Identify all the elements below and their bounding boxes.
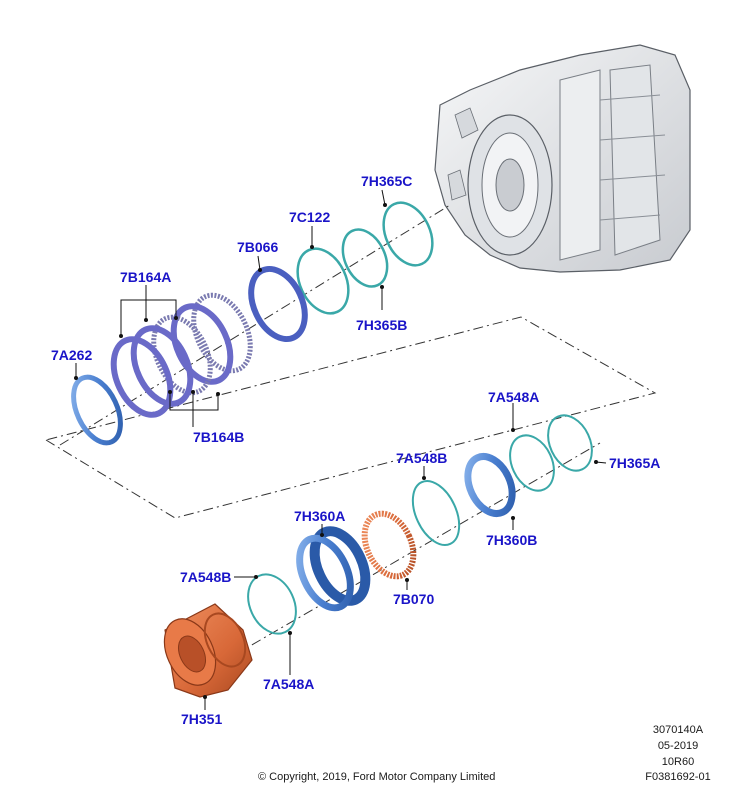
callout-7B070: 7B070: [393, 591, 434, 607]
transmission-housing: [434, 44, 691, 273]
callout-7H365B: 7H365B: [356, 317, 407, 333]
callout-7A548B-middle: 7A548B: [396, 450, 447, 466]
callout-7A548B-lower: 7A548B: [180, 569, 231, 585]
copyright-notice: © Copyright, 2019, Ford Motor Company Li…: [258, 771, 496, 783]
snap-ring-7A262: [71, 374, 123, 446]
seal-7A548B-lower: [247, 573, 297, 635]
reference-code-2: F0381692-01: [645, 771, 711, 783]
callout-7H360B: 7H360B: [486, 532, 537, 548]
pressure-plate-7B066: [248, 265, 308, 343]
seal-7A548B-middle: [411, 480, 461, 546]
callout-7A548A-lower: 7A548A: [263, 676, 314, 692]
ring-7C122: [296, 247, 350, 315]
reference-date: 05-2019: [657, 740, 699, 752]
callout-7H360A: 7H360A: [294, 508, 345, 524]
reference-code-1: 3070140A: [652, 724, 704, 736]
callout-7B066: 7B066: [237, 239, 278, 255]
clutch-pack-7B164: [110, 292, 253, 418]
drum-7H351: [163, 603, 253, 698]
piston-7H360A: [296, 526, 371, 612]
leader-dots: [74, 203, 598, 699]
reference-model: 10R60: [661, 756, 695, 768]
snap-ring-7H365A: [547, 414, 593, 472]
snap-ring-7H365C: [382, 201, 434, 267]
snap-ring-7H365B: [341, 228, 389, 288]
clutch-plate-7B070: [361, 510, 417, 580]
callout-7C122: 7C122: [289, 209, 330, 225]
piston-7H360B: [464, 453, 516, 517]
callout-7A548A-upper: 7A548A: [488, 389, 539, 405]
callout-7A262: 7A262: [51, 347, 92, 363]
callout-7H365A: 7H365A: [609, 455, 660, 471]
seal-7A548A-upper: [509, 434, 555, 492]
callout-7B164A: 7B164A: [120, 269, 171, 285]
callout-7H351: 7H351: [181, 711, 222, 727]
callout-7H365C: 7H365C: [361, 173, 412, 189]
callout-7B164B: 7B164B: [193, 429, 244, 445]
assembly-outline: [45, 204, 657, 676]
